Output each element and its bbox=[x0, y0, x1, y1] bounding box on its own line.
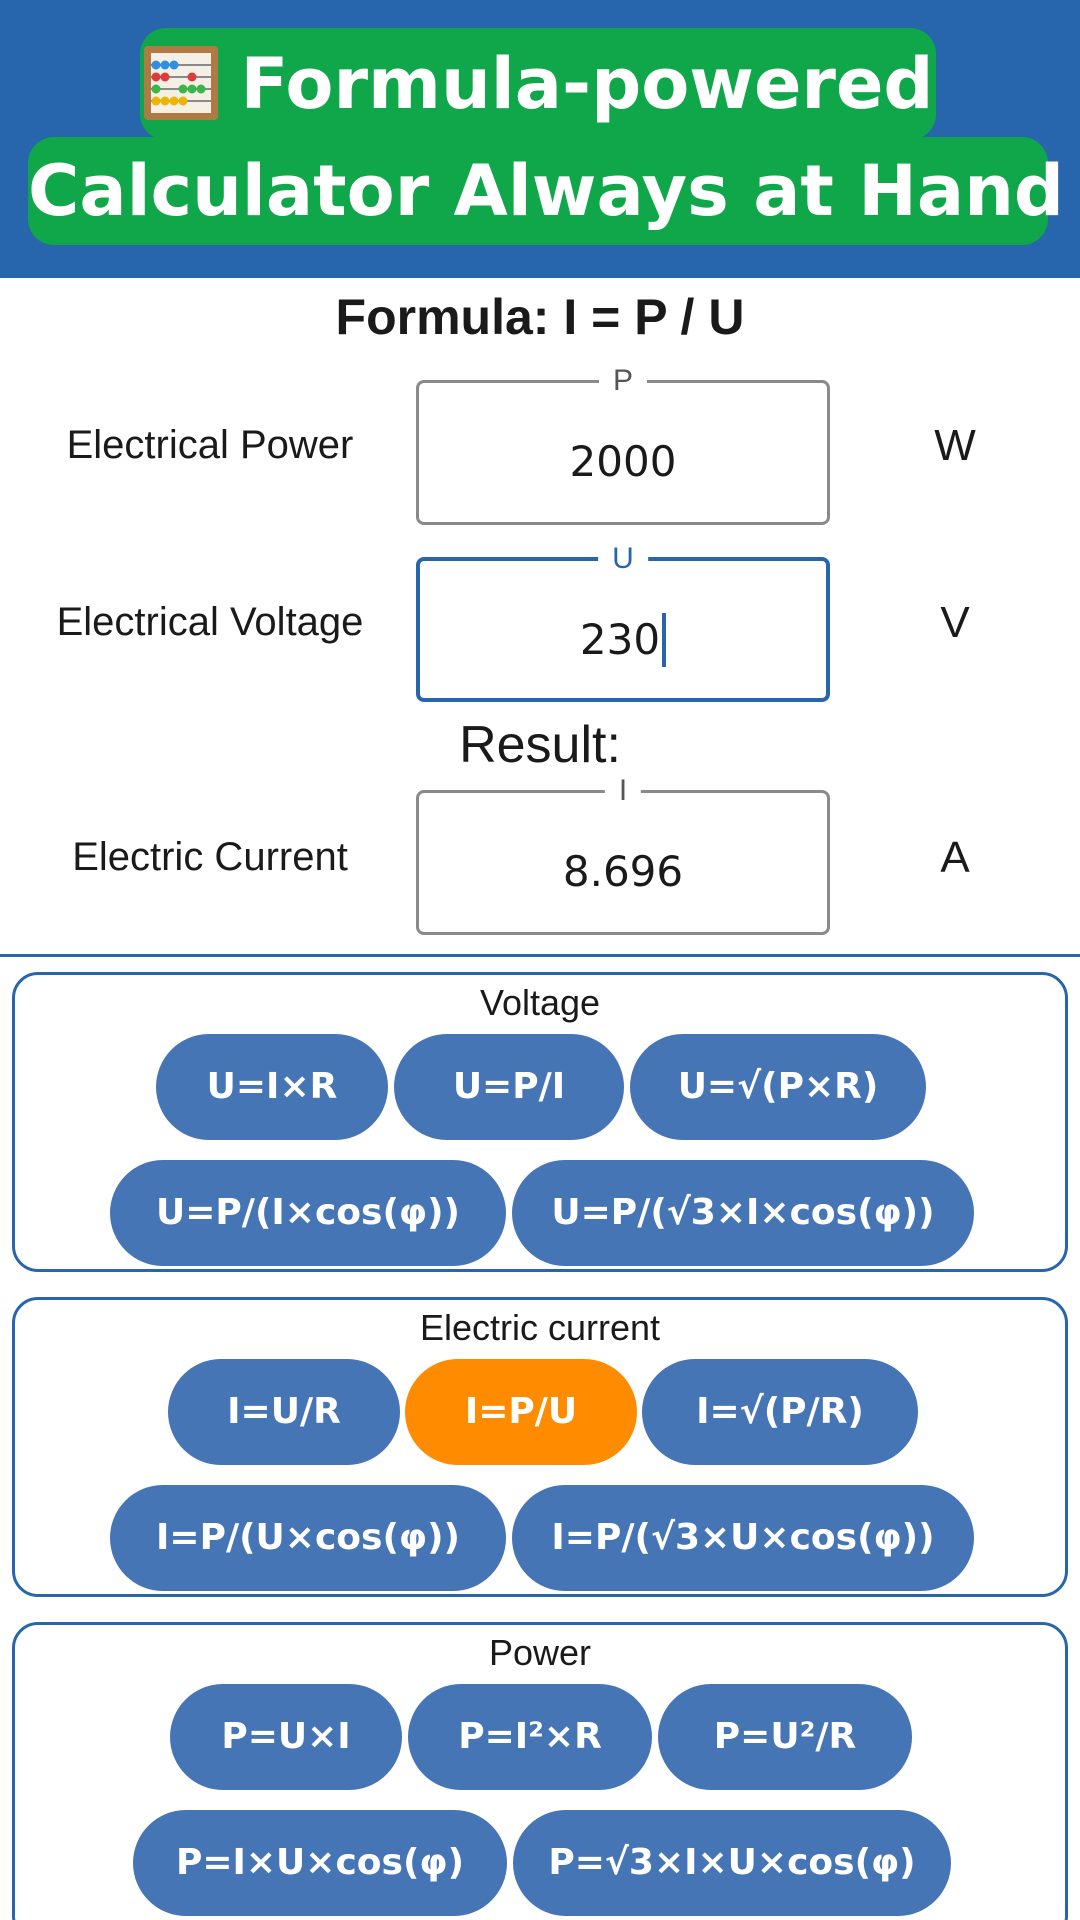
header-title-line2: Calculator Always at Hand bbox=[28, 150, 1065, 232]
app-header: Formula-powered Calculator Always at Han… bbox=[0, 0, 1080, 278]
formula-button-p-u2-over-r[interactable]: P=U²/R bbox=[658, 1684, 912, 1790]
formula-button-p-uxi[interactable]: P=U×I bbox=[170, 1684, 402, 1790]
voltage-input-value: 230 bbox=[579, 615, 661, 664]
power-unit: W bbox=[934, 421, 976, 470]
group-title: Power bbox=[488, 1632, 592, 1673]
section-divider bbox=[0, 954, 1080, 957]
voltage-field-symbol: U bbox=[598, 537, 648, 581]
power-field[interactable]: P 2000 bbox=[416, 359, 830, 525]
formula-button-i-p-over-sqrt3-ucos[interactable]: I=P/(√3×U×cos(φ)) bbox=[512, 1485, 974, 1591]
header-banner-bottom bbox=[28, 137, 1048, 245]
formula-button-u-p-over-icos[interactable]: U=P/(I×cos(φ)) bbox=[110, 1160, 506, 1266]
group-title: Electric current bbox=[419, 1307, 661, 1348]
formula-button-u-p-over-sqrt3-icos[interactable]: U=P/(√3×I×cos(φ)) bbox=[512, 1160, 974, 1266]
current-formula-group: Electric current I=U/R I=P/U I=√(P/R) I=… bbox=[12, 1297, 1068, 1597]
current-unit: A bbox=[940, 833, 970, 882]
power-label: Electrical Power bbox=[66, 423, 354, 467]
voltage-field[interactable]: U 230 bbox=[416, 537, 830, 702]
formula-button-i-u-over-r[interactable]: I=U/R bbox=[168, 1359, 400, 1465]
header-banner-top bbox=[140, 28, 936, 140]
current-result-value: 8.696 bbox=[562, 847, 684, 896]
voltage-label: Electrical Voltage bbox=[56, 600, 364, 644]
formula-title: Formula: I = P / U bbox=[335, 289, 745, 345]
voltage-input[interactable]: 230 bbox=[420, 561, 826, 698]
abacus-icon bbox=[144, 45, 219, 120]
current-field-symbol: I bbox=[604, 769, 642, 813]
voltage-formula-group: Voltage U=I×R U=P/I U=√(P×R) U=P/(I×cos(… bbox=[12, 972, 1068, 1272]
formula-button-i-sqrt-p-over-r[interactable]: I=√(P/R) bbox=[642, 1359, 918, 1465]
formula-button-i-p-over-u-active[interactable]: I=P/U bbox=[405, 1359, 637, 1465]
current-label: Electric Current bbox=[72, 835, 348, 879]
formula-button-p-i2xr[interactable]: P=I²×R bbox=[408, 1684, 652, 1790]
text-caret bbox=[662, 612, 667, 667]
voltage-unit: V bbox=[940, 598, 970, 647]
formula-button-u-p-over-i[interactable]: U=P/I bbox=[394, 1034, 624, 1140]
formula-button-i-p-over-ucos[interactable]: I=P/(U×cos(φ)) bbox=[110, 1485, 506, 1591]
result-title: Result: bbox=[459, 716, 621, 774]
formula-button-u-sqrt-pr[interactable]: U=√(P×R) bbox=[630, 1034, 926, 1140]
header-title-line1: Formula-powered bbox=[140, 30, 936, 138]
current-result-field: I 8.696 bbox=[416, 769, 830, 935]
formula-button-p-sqrt3-ixuxcos[interactable]: P=√3×I×U×cos(φ) bbox=[513, 1810, 951, 1916]
power-formula-group: Power P=U×I P=I²×R P=U²/R P=I×U×cos(φ) P… bbox=[12, 1622, 1068, 1920]
group-title: Voltage bbox=[479, 982, 601, 1023]
formula-button-u-ixr[interactable]: U=I×R bbox=[156, 1034, 388, 1140]
power-input[interactable]: 2000 bbox=[569, 437, 677, 486]
power-field-symbol: P bbox=[598, 359, 648, 403]
formula-button-p-ixuxcos[interactable]: P=I×U×cos(φ) bbox=[133, 1810, 507, 1916]
